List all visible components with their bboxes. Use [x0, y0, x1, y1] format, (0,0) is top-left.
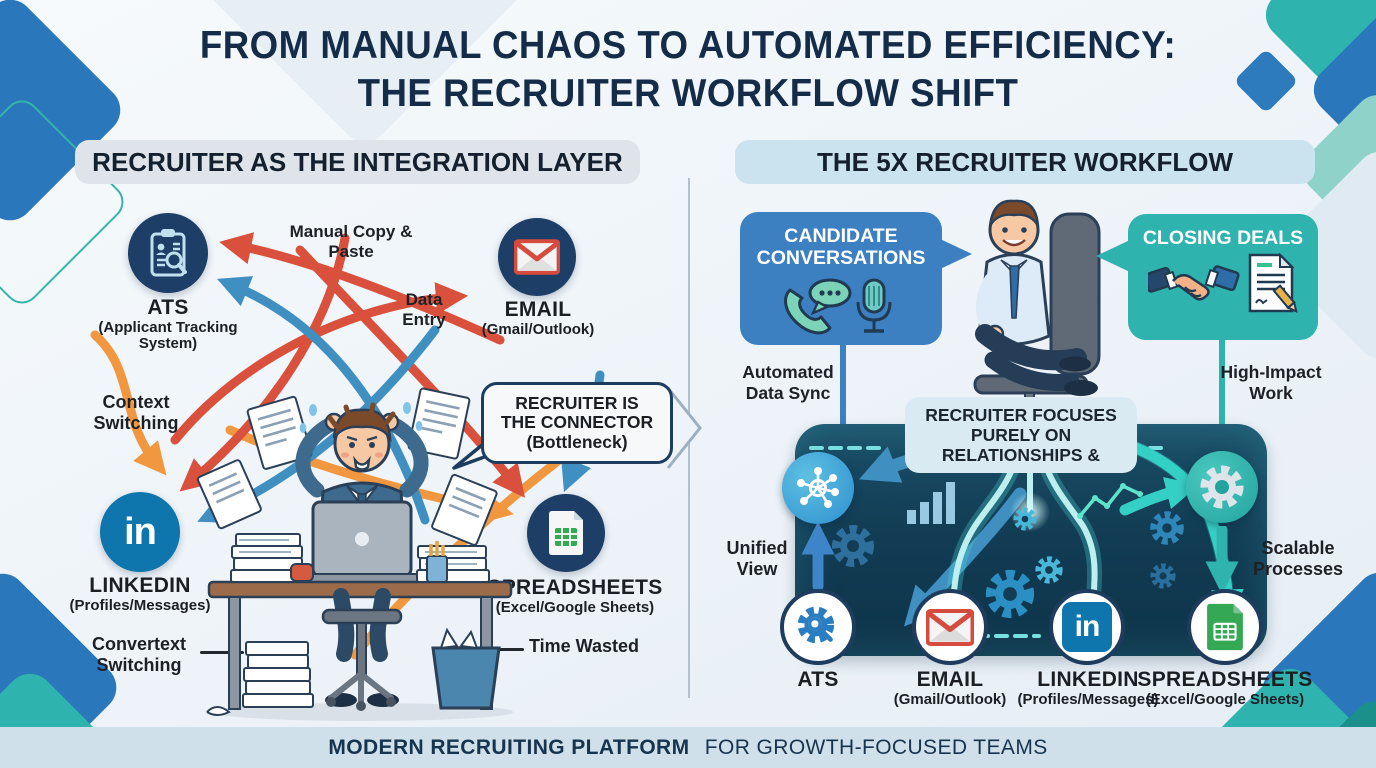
mini-line-chart: [1077, 483, 1143, 519]
spreadsheets-node-circle: [527, 494, 605, 572]
microphone-icon: [856, 278, 892, 333]
linkedin-icon: in: [124, 510, 157, 553]
ats-node-label: ATS (Applicant Tracking System): [98, 296, 238, 353]
candidate-bubble-label: CANDIDATE CONVERSATIONS: [756, 225, 926, 270]
linkedin-node-label: LINKEDIN (Profiles/Messages): [69, 574, 211, 614]
page-title: FROM MANUAL CHAOS TO AUTOMATED EFFICIENC…: [124, 24, 1252, 116]
ats-node-circle: [128, 213, 208, 293]
gmail-icon: [514, 239, 560, 275]
linkedin-tool-circle: in: [1049, 589, 1125, 665]
candidate-bubble-tail: [938, 238, 972, 270]
phone-icon: [784, 288, 832, 335]
scalable-down-arrow: [1205, 526, 1239, 592]
footer-strip: [0, 727, 1376, 768]
linkedin-node-circle: in: [100, 492, 180, 572]
contract-icon: [1248, 253, 1298, 314]
ats-tool-circle: [780, 589, 856, 665]
platform-gears: [832, 507, 1184, 619]
footer-bold-text: MODERN RECRUITING PLATFORM: [328, 736, 690, 759]
closing-bubble-tail: [1096, 240, 1130, 272]
footer-rest-text: FOR GROWTH-FOCUSED TEAMS: [704, 736, 1048, 759]
title-line-2: THE RECRUITER WORKFLOW SHIFT: [357, 72, 1019, 115]
title-line-1: FROM MANUAL CHAOS TO AUTOMATED EFFICIENC…: [199, 24, 1177, 67]
bottleneck-bubble: RECRUITER IS THE CONNECTOR (Bottleneck): [481, 382, 673, 464]
closing-bubble-label: CLOSING DEALS: [1142, 227, 1304, 249]
convertext-pointer-line: [200, 651, 244, 654]
email-tool-label: EMAIL (Gmail/Outlook): [893, 668, 1007, 708]
automation-gear-circle: [1186, 451, 1258, 523]
ats-tool-label: ATS: [797, 668, 839, 691]
gmail-icon: [926, 608, 974, 646]
handshake-and-contract-icons: [1148, 253, 1298, 314]
email-node-label: EMAIL (Gmail/Outlook): [481, 298, 595, 338]
linkedin-tool-label: LINKEDIN (Profiles/Messages): [1017, 668, 1159, 708]
annotation-manual-copy-paste: Manual Copy & Paste: [289, 222, 413, 262]
annotation-data-entry: Data Entry: [402, 290, 446, 330]
divider-chevron-icon: [666, 387, 702, 469]
unified-up-arrow: [801, 524, 835, 590]
spreadsheet-icon: [1207, 603, 1243, 651]
unified-hub-circle: [782, 452, 854, 524]
happy-recruiter-illustration: [973, 199, 1101, 426]
gear-icon: [1200, 465, 1244, 509]
annotation-scalable-processes: Scalable Processes: [1252, 538, 1344, 580]
candidate-bubble-connector: [840, 344, 846, 428]
spreadsheet-icon: [549, 511, 583, 555]
handshake-icon: [1148, 265, 1240, 301]
linkedin-icon: in: [1062, 602, 1112, 652]
candidate-conversations-bubble: CANDIDATE CONVERSATIONS: [740, 212, 942, 345]
footer-text: MODERN RECRUITING PLATFORM FOR GROWTH-FO…: [0, 727, 1376, 768]
email-node-circle: [498, 218, 576, 296]
annotation-unified-view: Unified View: [726, 538, 788, 580]
right-panel-header: THE 5X RECRUITER WORKFLOW: [735, 140, 1315, 184]
spreadsheets-tool-label: SPREADSHEETS (Excel/Google Sheets): [1137, 668, 1313, 708]
closing-bubble-connector: [1219, 338, 1225, 456]
gear-search-icon: [797, 606, 835, 644]
network-hub-icon: [797, 467, 839, 508]
spreadsheets-tool-circle: [1187, 589, 1263, 665]
closing-deals-bubble: CLOSING DEALS: [1128, 214, 1318, 340]
time-wasted-pointer-line: [496, 648, 524, 651]
annotation-high-impact-work: High-Impact Work: [1220, 362, 1322, 403]
focus-box: RECRUITER FOCUSES PURELY ON RELATIONSHIP…: [905, 397, 1137, 473]
left-panel-header: RECRUITER AS THE INTEGRATION LAYER: [75, 140, 640, 184]
email-tool-circle: [912, 589, 988, 665]
annotation-context-switching: Context Switching: [93, 392, 179, 434]
spreadsheets-node-label: SPREADSHEETS (Excel/Google Sheets): [487, 576, 663, 616]
ats-clipboard-search-icon: [150, 229, 187, 277]
annotation-convertext-switching: Convertext Switching: [91, 634, 187, 676]
annotation-automated-data-sync: Automated Data Sync: [742, 362, 834, 403]
phone-chat-and-microphone-icons: [784, 278, 892, 335]
annotation-time-wasted: Time Wasted: [528, 636, 640, 656]
mini-bar-chart: [907, 482, 955, 524]
